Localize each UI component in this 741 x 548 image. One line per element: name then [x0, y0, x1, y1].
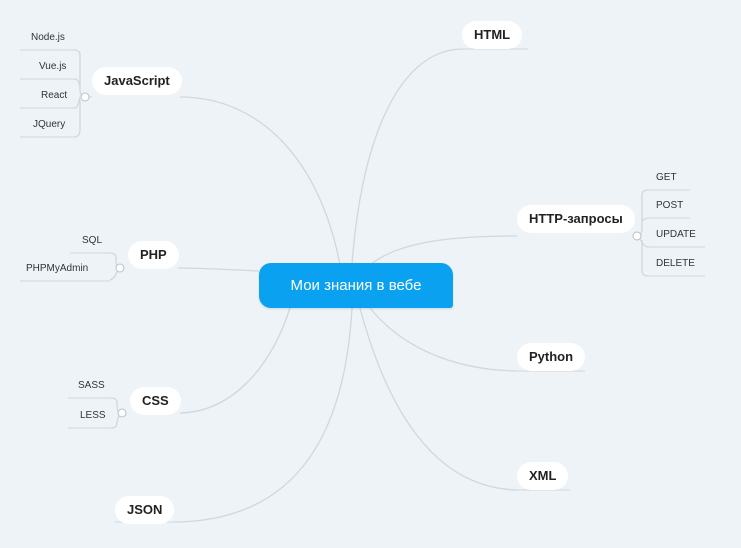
subtopic-vuejs[interactable]: Vue.js	[39, 61, 67, 72]
branch-json	[175, 307, 353, 523]
topic-http-requests[interactable]: HTTP-запросы	[517, 205, 635, 233]
subtopic-update[interactable]: UPDATE	[656, 229, 696, 240]
subtopic-phpmyadmin[interactable]: PHPMyAdmin	[26, 263, 89, 274]
topic-html[interactable]: HTML	[462, 21, 523, 49]
subtopic-sql[interactable]: SQL	[82, 235, 103, 246]
topic-xml[interactable]: XML	[517, 462, 569, 490]
subtopic-react[interactable]: React	[41, 90, 68, 101]
topic-javascript[interactable]: JavaScript	[92, 67, 182, 95]
topic-json[interactable]: JSON	[115, 496, 175, 524]
branch-javascript	[179, 96, 341, 266]
subtopic-delete[interactable]: DELETE	[656, 258, 695, 269]
root-topic[interactable]: Мои знания в вебе	[259, 263, 453, 308]
collapse-toggle-css	[117, 408, 127, 418]
connector-http-children	[636, 189, 649, 277]
topic-python[interactable]: Python	[517, 343, 586, 371]
branch-html	[351, 48, 463, 266]
collapse-toggle-php	[115, 263, 125, 273]
topic-php[interactable]: PHP	[128, 241, 179, 269]
subtopic-post[interactable]: POST	[656, 200, 684, 211]
branch-css	[179, 307, 291, 414]
branch-php	[177, 267, 260, 272]
subtopic-nodejs[interactable]: Node.js	[31, 32, 65, 43]
branch-python	[369, 307, 518, 372]
collapse-toggle-http	[632, 231, 642, 241]
branch-xml	[359, 307, 518, 491]
subtopic-sass[interactable]: SASS	[78, 380, 105, 391]
subtopic-less[interactable]: LESS	[80, 410, 106, 421]
collapse-toggle-javascript	[80, 92, 90, 102]
topic-css[interactable]: CSS	[130, 387, 181, 415]
subtopic-jquery[interactable]: JQuery	[33, 119, 66, 130]
subtopic-get[interactable]: GET	[656, 172, 677, 183]
connector-javascript-children	[73, 49, 86, 138]
branch-http	[369, 235, 518, 266]
